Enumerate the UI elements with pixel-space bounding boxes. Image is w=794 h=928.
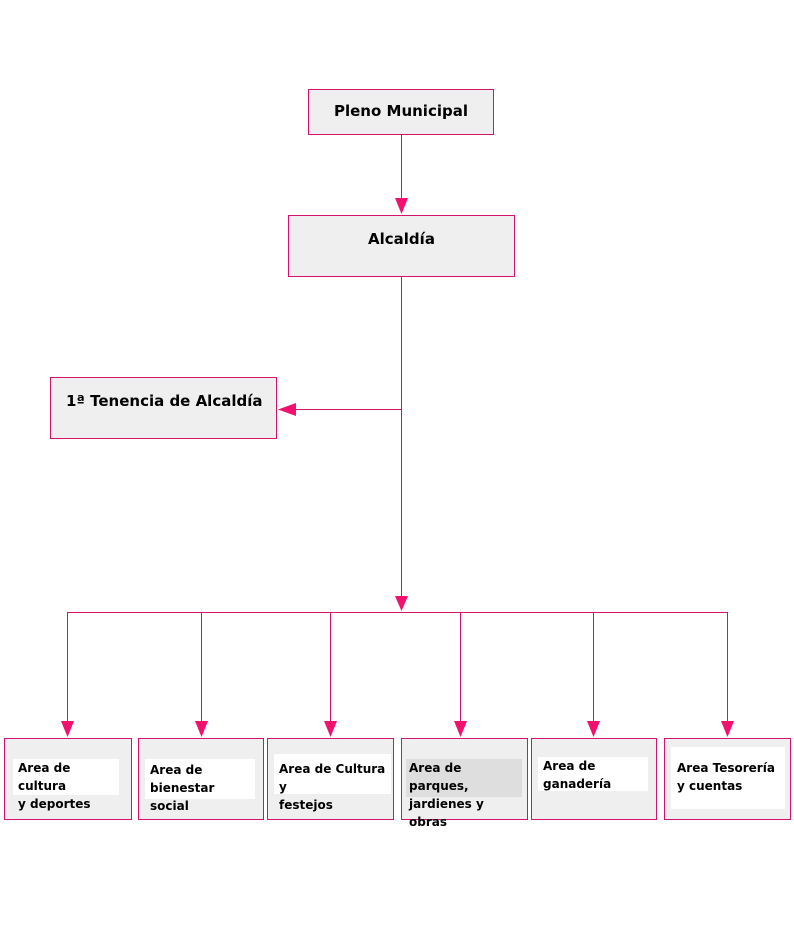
node-pleno-municipal-label: Pleno Municipal bbox=[334, 102, 468, 120]
node-tenencia-alcaldia: 1ª Tenencia de Alcaldía bbox=[50, 377, 277, 439]
node-pleno-municipal: Pleno Municipal bbox=[308, 89, 494, 135]
area-label-line2: bienestar social bbox=[150, 781, 215, 813]
arrowhead-area-5 bbox=[587, 721, 600, 737]
area-label-line1: Area Tesorería bbox=[677, 761, 775, 775]
area-box-cultura-deportes: Area de cultura y deportes bbox=[4, 738, 132, 820]
area-label-line2: ganadería bbox=[543, 777, 612, 791]
arrowhead-bus bbox=[395, 596, 408, 611]
area-box-label: Area de bienestar social bbox=[145, 759, 255, 813]
arrowhead-area-4 bbox=[454, 721, 467, 737]
area-box-cultura-festejos: Area de Cultura y festejos bbox=[267, 738, 394, 820]
area-label-line2: y cuentas bbox=[677, 779, 743, 793]
arrowhead-area-3 bbox=[324, 721, 337, 737]
area-box-label: Area Tesorería y cuentas bbox=[671, 747, 785, 809]
area-box-bienestar-social: Area de bienestar social bbox=[138, 738, 264, 820]
area-box-label: Area de ganadería bbox=[538, 757, 648, 791]
area-label-line1: Area de bbox=[150, 763, 203, 777]
arrowhead-area-6 bbox=[721, 721, 734, 737]
area-label-line2: festejos bbox=[279, 798, 333, 812]
area-label-line1: Area de cultura bbox=[18, 761, 71, 793]
arrowhead-area-2 bbox=[195, 721, 208, 737]
arrowhead-area-1 bbox=[61, 721, 74, 737]
node-alcaldia: Alcaldía bbox=[288, 215, 515, 277]
area-box-tesoreria-cuentas: Area Tesorería y cuentas bbox=[664, 738, 791, 820]
arrowhead-tenencia bbox=[278, 403, 296, 416]
area-box-ganaderia: Area de ganadería bbox=[531, 738, 657, 820]
area-box-parques-jardines-obras: Area de parques, jardienes y obras bbox=[401, 738, 528, 829]
arrowhead-alcaldia bbox=[395, 198, 408, 214]
area-box-label: Area de Cultura y festejos bbox=[274, 754, 391, 812]
area-label-line2: y deportes bbox=[18, 797, 91, 811]
area-label-line1: Area de Cultura y bbox=[279, 762, 386, 794]
area-box-label: Area de parques, jardienes y obras bbox=[406, 759, 522, 829]
area-label-line2: jardienes y obras bbox=[409, 797, 484, 829]
area-label-line1: Area de parques, bbox=[409, 761, 469, 793]
node-alcaldia-label: Alcaldía bbox=[368, 230, 435, 248]
area-box-label: Area de cultura y deportes bbox=[13, 759, 119, 811]
area-label-line1: Area de bbox=[543, 759, 596, 773]
node-tenencia-alcaldia-label: 1ª Tenencia de Alcaldía bbox=[66, 392, 263, 410]
